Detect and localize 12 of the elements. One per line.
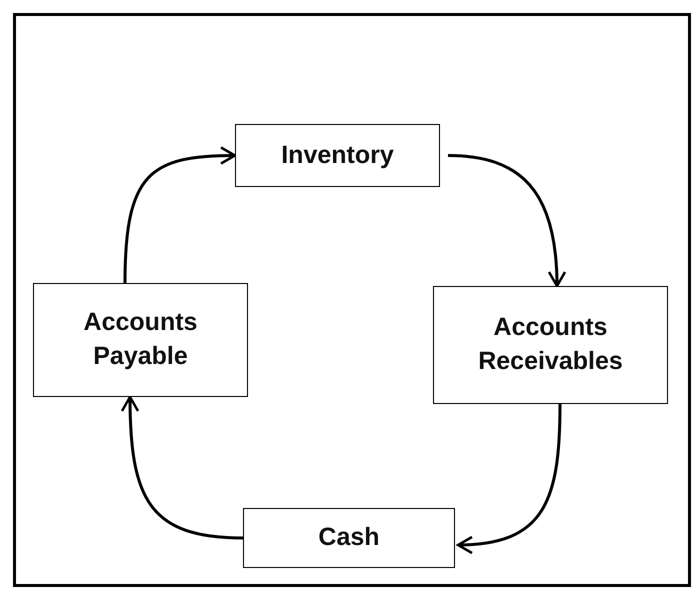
process-box [235,124,440,187]
process-box [243,508,455,568]
curved-arrow [124,146,236,284]
process-box [433,286,668,404]
curved-arrow [121,396,244,540]
process-box [33,283,248,397]
box-label: Cash [318,522,380,554]
box-label: Inventory [281,140,394,171]
curved-arrow [448,154,566,288]
box-label: Accounts Payable [82,307,198,372]
curved-arrow [456,404,562,554]
box-label: Accounts Receivables [477,312,624,377]
